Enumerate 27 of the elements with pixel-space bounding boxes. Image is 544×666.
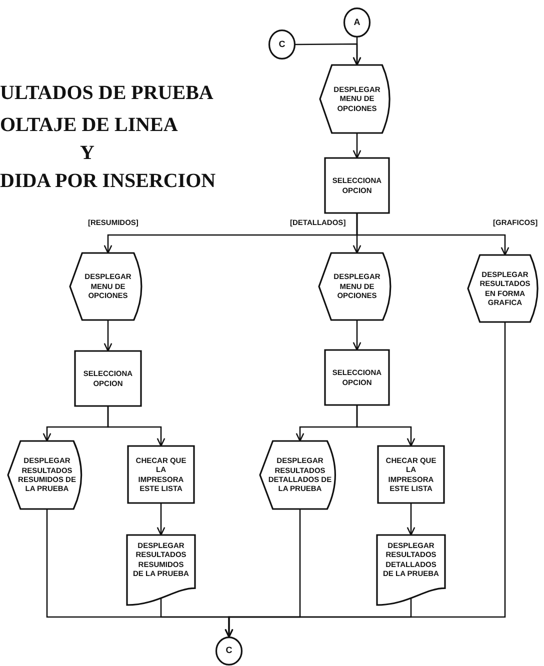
arrow	[356, 213, 510, 256]
title-text: Y	[80, 142, 94, 165]
node-text: C	[226, 645, 232, 657]
arrow	[406, 503, 416, 536]
node-text: A	[354, 16, 360, 28]
node-text: C	[278, 38, 286, 50]
title-text: ULTADOS DE PRUEBA	[0, 82, 214, 105]
document-shape	[127, 535, 195, 605]
arrow	[352, 133, 362, 159]
title-text: DIDA POR INSERCION	[0, 170, 216, 193]
arrow	[156, 503, 166, 536]
process-box	[378, 446, 444, 503]
arrow	[356, 405, 416, 447]
arrow	[224, 322, 506, 638]
arrow	[107, 406, 166, 447]
connector-circle	[216, 637, 242, 665]
arrow	[295, 43, 362, 66]
process-box	[325, 158, 389, 213]
process-box	[75, 351, 141, 406]
document-shape	[377, 535, 445, 605]
arrow	[352, 320, 362, 351]
arrow	[104, 320, 112, 352]
title-text: OLTAJE DE LINEA	[0, 114, 178, 137]
connector-circle	[344, 8, 370, 37]
connector-circle	[269, 30, 295, 59]
process-box	[325, 350, 389, 405]
process-box	[128, 446, 194, 503]
